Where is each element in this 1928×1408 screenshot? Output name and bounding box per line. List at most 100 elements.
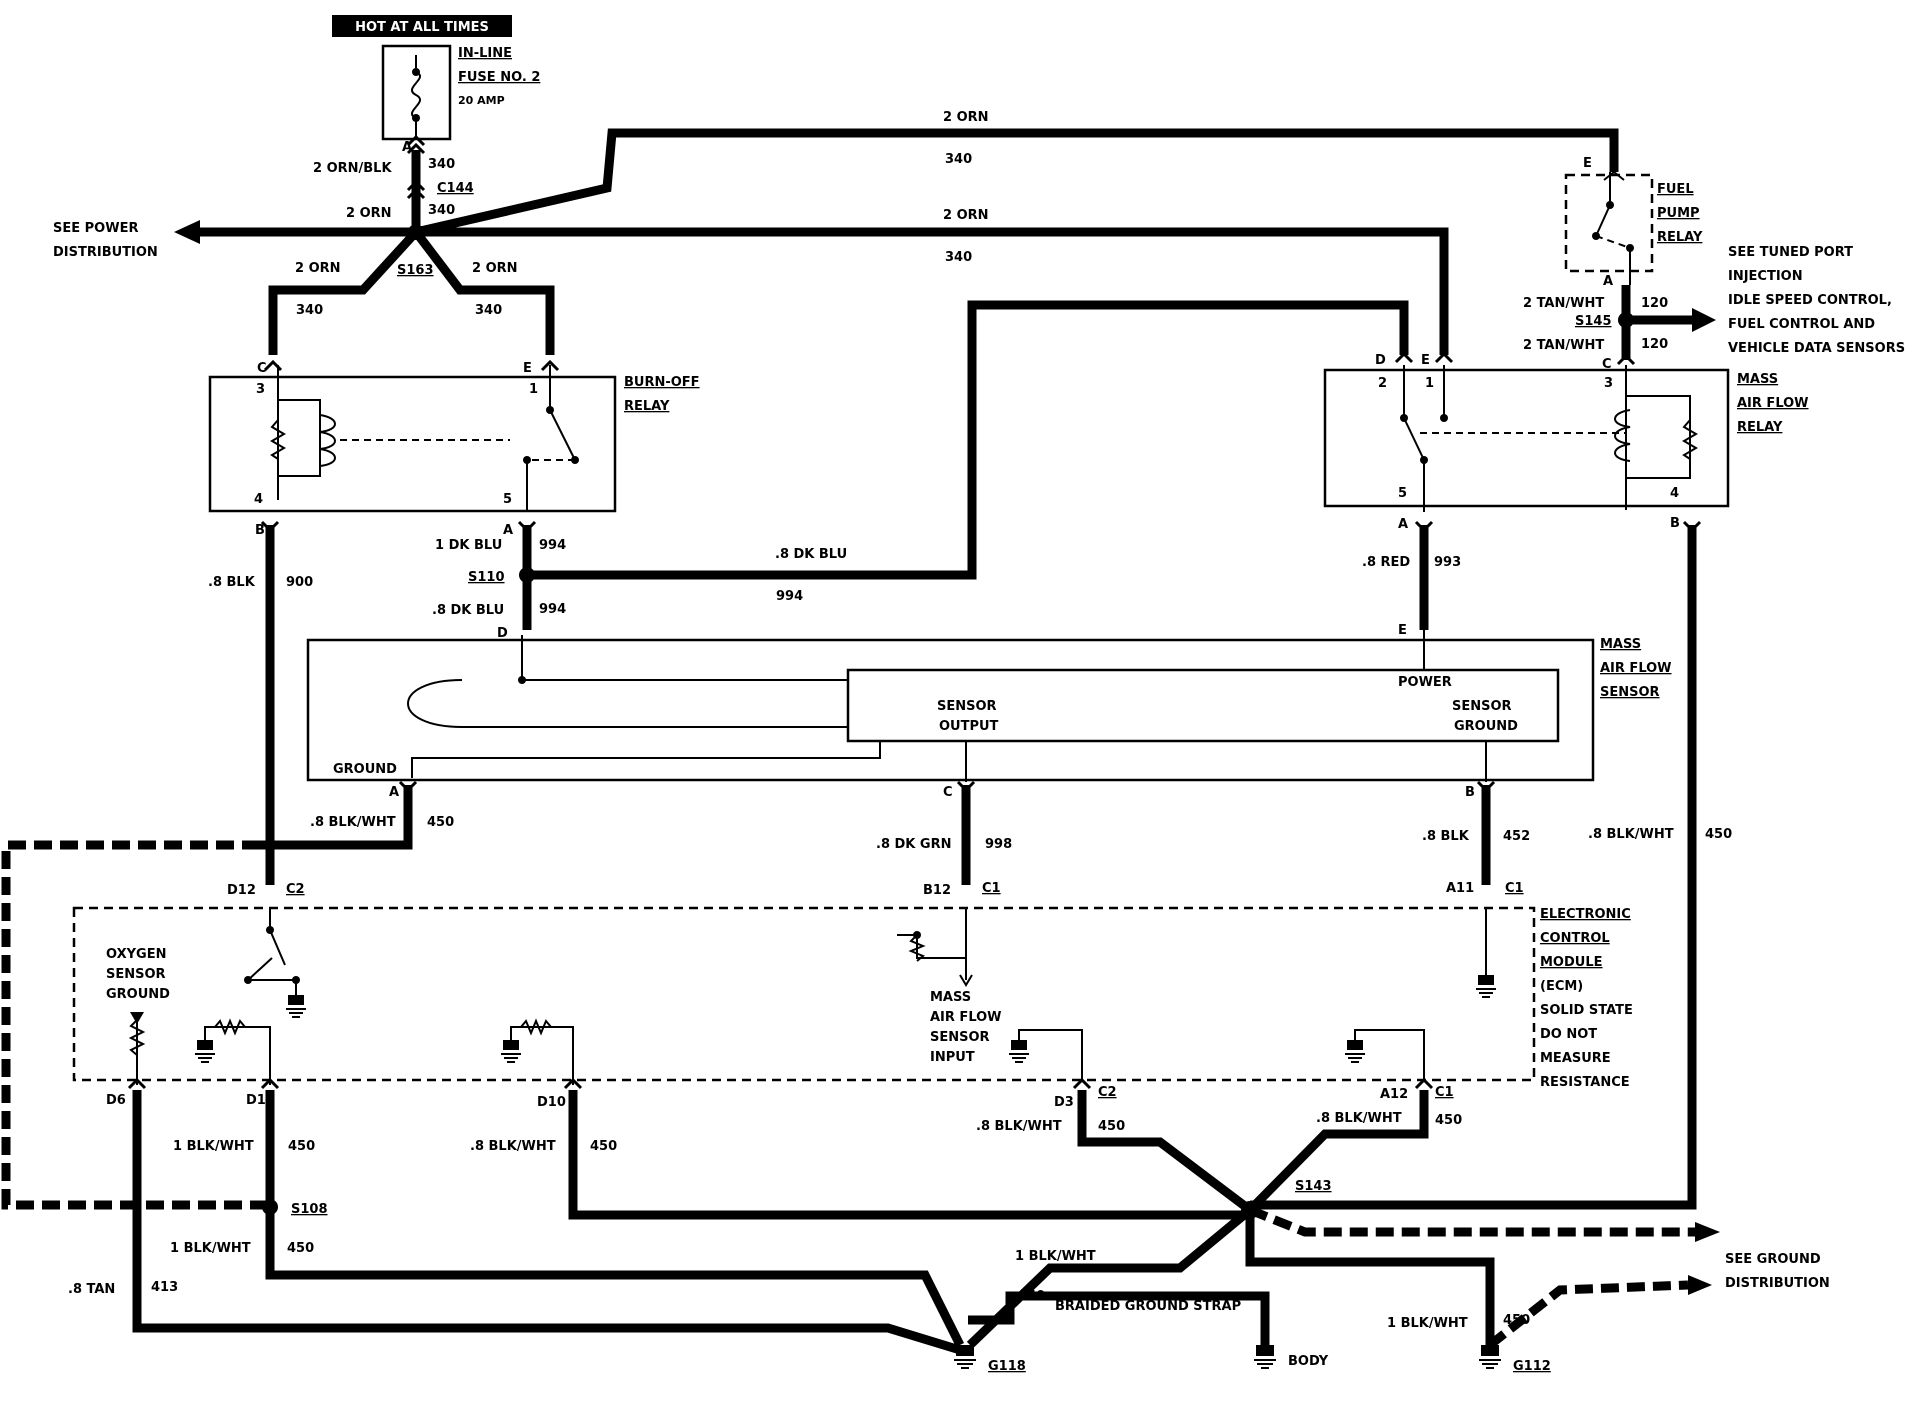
ecm-label-3: MODULE <box>1540 955 1603 970</box>
wire-8tan-413 <box>132 1090 962 1355</box>
wire-label-2tanwht-2: 2 TAN/WHT <box>1523 338 1604 353</box>
burn-off-pin-1: 1 <box>529 382 538 397</box>
wire-label-1blkwht-d: 1 BLK/WHT <box>1387 1316 1468 1331</box>
circuit-340-a: 340 <box>428 157 455 172</box>
maf-relay-label-2: AIR FLOW <box>1737 396 1809 411</box>
see-tuned-label-5: VEHICLE DATA SENSORS <box>1728 341 1905 356</box>
see-tuned-label-2: INJECTION <box>1728 269 1803 284</box>
circuit-450-b: 450 <box>288 1139 315 1154</box>
hot-at-all-times-label: HOT AT ALL TIMES <box>355 20 489 35</box>
connector-c2-b: C2 <box>1098 1085 1117 1100</box>
ecm-label-5: SOLID STATE <box>1540 1003 1633 1018</box>
burn-off-relay: C E 3 1 4 5 BURN-OFF RELAY <box>208 361 700 513</box>
wire-8blkwht-450-a <box>260 785 413 850</box>
sensor-output-label-1: SENSOR <box>937 699 997 714</box>
wire-1blkwht-s143-g112 <box>1245 1210 1495 1345</box>
maf-relay-pin-5: 5 <box>1398 486 1407 501</box>
wire-2orn-right <box>412 229 555 355</box>
maf-sensor-pin-e: E <box>1398 623 1407 638</box>
maf-sensor-pin-d: D <box>497 626 508 641</box>
ecm-label-4: (ECM) <box>1540 979 1583 994</box>
wire-label-1dkblu: 1 DK BLU <box>435 538 502 553</box>
ecm-pin-d1: D1 <box>246 1093 266 1108</box>
wire-label-8blkwht-r: .8 BLK/WHT <box>1588 827 1674 842</box>
fuse-label-1: IN-LINE <box>458 46 512 61</box>
ground-icon <box>195 1040 215 1063</box>
ecm: OXYGEN SENSOR GROUND MASS AIR FLOW SENSO… <box>72 906 1536 1085</box>
wire-8blkwht-450-e <box>1246 1090 1429 1214</box>
maf-relay-pin-a: A <box>1398 517 1408 532</box>
wire-label-2tanwht-1: 2 TAN/WHT <box>1523 296 1604 311</box>
circuit-450-g: 450 <box>1018 1289 1045 1304</box>
circuit-340-r2: 340 <box>475 303 502 318</box>
maf-power-label: POWER <box>1398 675 1452 690</box>
splice-s143 <box>1241 1201 1259 1219</box>
oxygen-sensor-label-1: OXYGEN <box>106 947 166 962</box>
burn-off-pin-4: 4 <box>254 492 263 507</box>
wire-label-8dkgrn: .8 DK GRN <box>876 837 951 852</box>
circuit-340-b: 340 <box>428 203 455 218</box>
fuel-pump-relay-pin-a: A <box>1603 274 1613 289</box>
circuit-340-l2: 340 <box>296 303 323 318</box>
wire-1blkwht-450-a <box>265 1090 965 1348</box>
maf-relay-pin-4: 4 <box>1670 486 1679 501</box>
maf-sensor-inner-box <box>846 668 1560 743</box>
splice-s145 <box>1618 312 1634 328</box>
burn-off-pin-c: C <box>257 361 267 376</box>
wire-label-1blkwht-c: 1 BLK/WHT <box>1015 1249 1096 1264</box>
wire-label-8blk-452: .8 BLK <box>1422 829 1470 844</box>
fuel-pump-relay: E FUEL PUMP RELAY <box>1564 156 1703 285</box>
burn-off-pin-5: 5 <box>503 492 512 507</box>
inline-fuse: HOT AT ALL TIMES IN-LINE FUSE NO. 2 20 A… <box>332 15 540 141</box>
arrow-right-icon <box>1692 308 1716 332</box>
fuse-element <box>411 55 421 139</box>
splice-s163 <box>408 224 424 240</box>
see-ground-label-2: DISTRIBUTION <box>1725 1276 1830 1291</box>
wire-8blkwht-450-d <box>1077 1090 1253 1214</box>
see-tuned-label-1: SEE TUNED PORT <box>1728 245 1853 260</box>
sensor-ground-label-1: SENSOR <box>1452 699 1512 714</box>
fuel-pump-relay-pin-e: E <box>1583 156 1592 171</box>
see-tuned-label-3: IDLE SPEED CONTROL, <box>1728 293 1892 308</box>
fuel-pump-label-1: FUEL <box>1657 182 1694 197</box>
fuel-pump-relay-box <box>1564 173 1654 273</box>
see-ground-label-1: SEE GROUND <box>1725 1252 1821 1267</box>
wire-label-8blkwht-b: .8 BLK/WHT <box>470 1139 556 1154</box>
circuit-994-b: 994 <box>539 602 566 617</box>
ecm-label-8: RESISTANCE <box>1540 1075 1630 1090</box>
ground-g112: G112 <box>1479 1345 1551 1374</box>
ground-g118: G118 <box>954 1345 1026 1374</box>
circuit-450-a: 450 <box>427 815 454 830</box>
burn-off-relay-box <box>208 375 617 513</box>
connector-c2-a: C2 <box>286 882 305 897</box>
oxygen-sensor-label-2: SENSOR <box>106 967 166 982</box>
ecm-label-7: MEASURE <box>1540 1051 1611 1066</box>
fuse-pin-a: A <box>402 140 412 155</box>
wire-label-8red: .8 RED <box>1362 555 1410 570</box>
ground-icon <box>1254 1345 1276 1369</box>
maf-relay-box <box>1323 368 1730 508</box>
wire-label-1blkwht-b: 1 BLK/WHT <box>170 1241 251 1256</box>
ground-icon <box>1476 975 1496 998</box>
ecm-label-2: CONTROL <box>1540 931 1610 946</box>
see-power-label-2: DISTRIBUTION <box>53 245 158 260</box>
maf-relay-pin-3: 3 <box>1604 376 1613 391</box>
wire-label-8blkwht-d: .8 BLK/WHT <box>1316 1111 1402 1126</box>
ecm-box <box>72 906 1536 1082</box>
ground-g118-label: G118 <box>988 1359 1026 1374</box>
circuit-452: 452 <box>1503 829 1530 844</box>
circuit-340-mid: 340 <box>945 250 972 265</box>
ecm-ground-symbols <box>195 975 1496 1063</box>
burn-off-pin-e: E <box>523 361 532 376</box>
circuit-993: 993 <box>1434 555 1461 570</box>
wire-label-2orn-l2: 2 ORN <box>295 261 341 276</box>
maf-relay-pin-2: 2 <box>1378 376 1387 391</box>
wire-see-ground <box>1248 1205 1695 1237</box>
maf-relay-pin-e: E <box>1421 353 1430 368</box>
ecm-pin-d10: D10 <box>537 1095 566 1110</box>
circuit-900: 900 <box>286 575 313 590</box>
circuit-450-d: 450 <box>1098 1119 1125 1134</box>
wire-label-2orn-r2: 2 ORN <box>472 261 518 276</box>
wire-label-2orn-top: 2 ORN <box>943 110 989 125</box>
burn-off-pin-b: B <box>255 523 265 538</box>
